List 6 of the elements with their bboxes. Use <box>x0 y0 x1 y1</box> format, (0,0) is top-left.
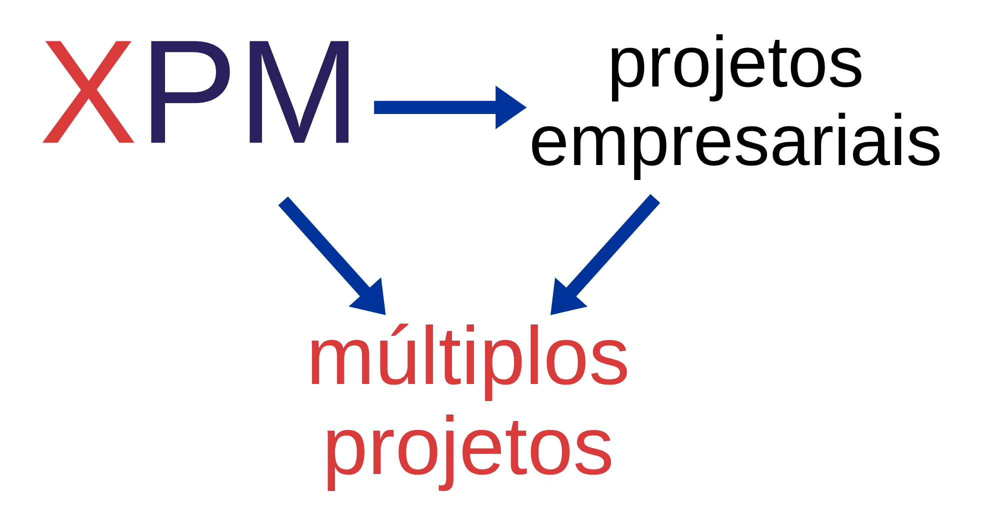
arrow <box>374 86 526 130</box>
node-text: múltiplos projetos <box>306 310 630 492</box>
node-text: projetos empresariais <box>528 22 942 182</box>
node-text: XPM <box>38 10 360 175</box>
arrow <box>278 196 386 316</box>
arrow <box>550 194 660 316</box>
